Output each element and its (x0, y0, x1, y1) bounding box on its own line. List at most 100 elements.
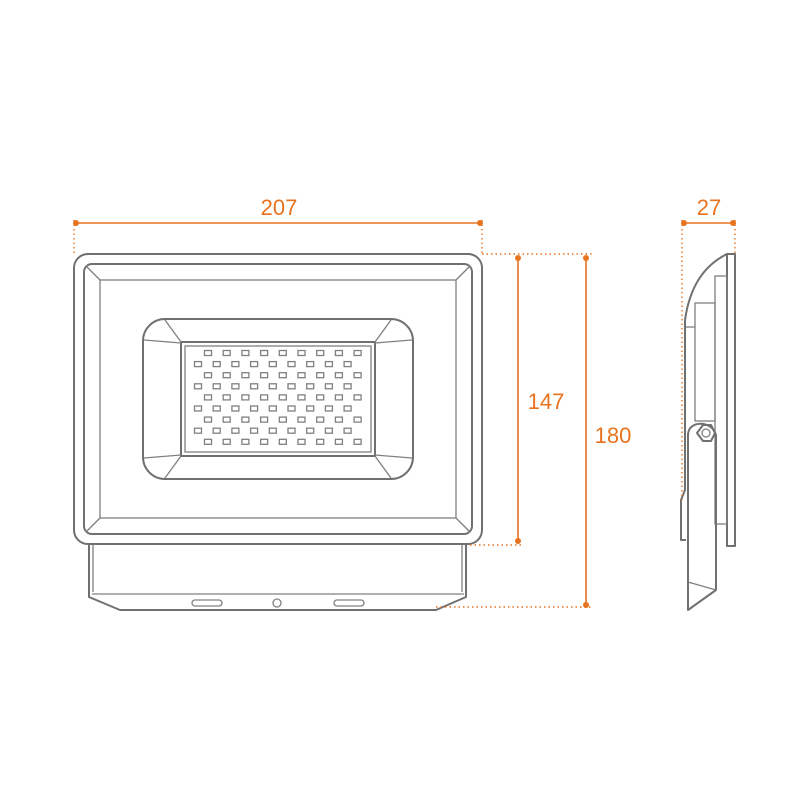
led-chip (324, 360, 334, 368)
vent-hole (272, 598, 282, 608)
led-chip (212, 360, 221, 368)
led-chip (334, 438, 344, 445)
led-chip (316, 438, 325, 445)
led-panel (180, 341, 376, 457)
housing-outline (73, 253, 483, 545)
led-chip (297, 349, 306, 357)
led-chip (353, 416, 362, 423)
led-chip (203, 416, 213, 423)
led-chip (259, 416, 269, 423)
led-chip (193, 383, 203, 390)
led-chip (259, 372, 269, 379)
led-chip (334, 394, 344, 401)
dimension-depth: 27 (681, 195, 736, 500)
reflector (142, 318, 414, 480)
led-chip (268, 383, 277, 390)
led-chip (278, 394, 287, 401)
driver-box (88, 545, 467, 611)
led-chip (249, 383, 259, 390)
led-chip (306, 427, 315, 434)
led-chip (297, 438, 306, 445)
led-chip (249, 405, 259, 412)
led-chip (231, 427, 240, 434)
dimension-width: 207 (73, 195, 483, 254)
cable-gland-left (191, 599, 223, 607)
led-chip (212, 383, 221, 390)
led-chip (287, 383, 296, 390)
led-chip (268, 405, 277, 412)
led-chip (353, 372, 362, 379)
led-chip (249, 360, 259, 368)
led-chip (203, 394, 213, 401)
led-chip (287, 405, 296, 412)
led-chip (316, 349, 325, 357)
led-chip (193, 405, 203, 412)
led-chip (316, 416, 325, 423)
led-chip (203, 372, 213, 379)
led-chip (306, 405, 315, 412)
led-chip (343, 360, 352, 368)
led-chip (231, 405, 240, 412)
mounting-bracket (687, 422, 717, 611)
led-chip (193, 360, 203, 368)
led-chip (334, 416, 344, 423)
depth-label: 27 (697, 195, 721, 220)
front-view (73, 253, 483, 611)
led-chip (278, 349, 287, 357)
led-chip (241, 416, 250, 423)
led-chip (268, 427, 277, 434)
led-chip (278, 416, 287, 423)
led-chip (241, 349, 250, 357)
led-chip (343, 383, 352, 390)
led-chip (241, 438, 250, 445)
led-chip (212, 405, 221, 412)
led-chip (297, 394, 306, 401)
led-chip (316, 394, 325, 401)
led-chip (231, 383, 240, 390)
bezel-outer (83, 263, 473, 535)
width-label: 207 (261, 195, 298, 220)
led-chip (324, 383, 334, 390)
led-chip (353, 349, 362, 357)
led-chip (222, 416, 231, 423)
led-chip (212, 427, 221, 434)
led-chip (324, 405, 334, 412)
cable-gland-right (333, 599, 365, 607)
body-height-label: 147 (528, 389, 565, 414)
led-chip (231, 360, 240, 368)
bezel-inner (99, 279, 457, 519)
led-chip (203, 438, 213, 445)
dimension-body-height: 147 (470, 253, 592, 546)
led-chip (249, 427, 259, 434)
led-chip (324, 427, 334, 434)
led-chip (287, 360, 296, 368)
led-chip (316, 372, 325, 379)
led-chip (259, 438, 269, 445)
led-chip (306, 360, 315, 368)
led-chip (268, 360, 277, 368)
led-chip (241, 394, 250, 401)
led-chip (259, 394, 269, 401)
dimension-total-height: 180 (436, 255, 631, 608)
bracket-nut-icon (696, 424, 716, 442)
led-chip (334, 349, 344, 357)
total-height-label: 180 (595, 423, 632, 448)
led-array (193, 349, 362, 445)
led-chip (343, 427, 352, 434)
led-chip (241, 372, 250, 379)
led-chip (222, 372, 231, 379)
led-chip (353, 394, 362, 401)
side-front-glass (726, 253, 736, 547)
led-chip (193, 427, 203, 434)
led-chip (203, 349, 213, 357)
side-view (680, 253, 736, 611)
led-chip (222, 394, 231, 401)
led-chip (222, 349, 231, 357)
led-chip (306, 383, 315, 390)
led-chip (278, 438, 287, 445)
led-chip (353, 438, 362, 445)
led-chip (287, 427, 296, 434)
led-chip (278, 372, 287, 379)
led-chip (297, 372, 306, 379)
